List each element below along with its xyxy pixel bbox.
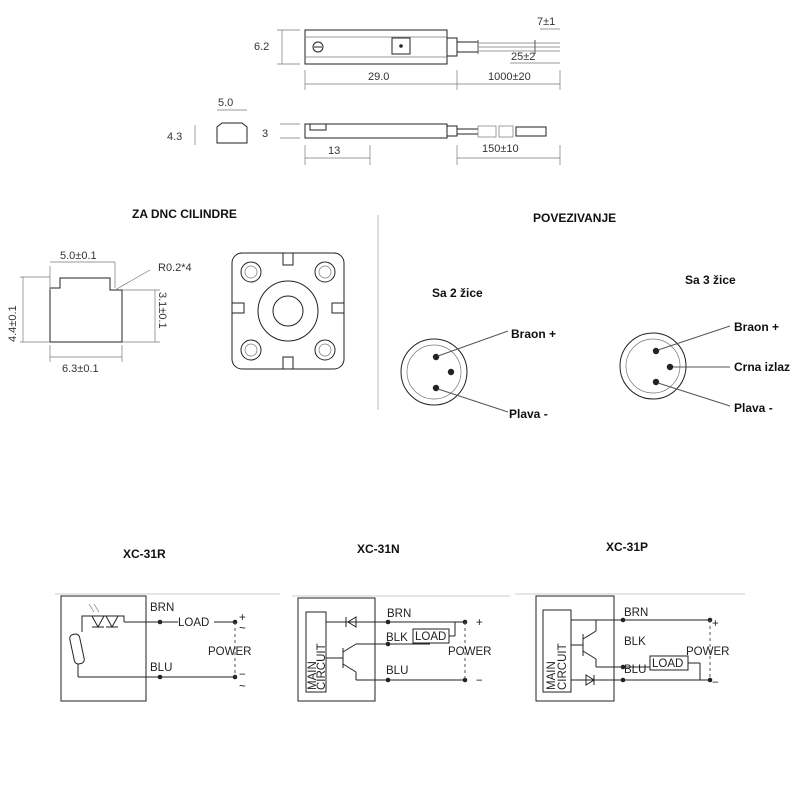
sensor-box bbox=[297, 597, 376, 702]
xc31n-plus-label: + bbox=[476, 617, 483, 629]
two-wire-connector: Sa 2 žice Braon + Plava - bbox=[400, 286, 556, 421]
piston-rod-outer bbox=[257, 280, 319, 342]
sensor-box bbox=[60, 595, 147, 702]
sensor-side-view: 6.2 29.0 1000±20 7±1 25±2 bbox=[254, 16, 561, 90]
xc31p-main-label: MAIN bbox=[546, 661, 558, 690]
xc31p-blk-label: BLK bbox=[624, 636, 646, 648]
profile-width-label: 5.0 bbox=[218, 97, 233, 109]
pin-center bbox=[447, 368, 455, 376]
dim-length-label: 29.0 bbox=[368, 71, 389, 83]
xc31r-power-label: POWER bbox=[208, 646, 251, 658]
dnc-dim-right: 3.1±0.1 bbox=[156, 292, 168, 329]
three-wire-blue-label: Plava - bbox=[734, 401, 773, 415]
dim-cable-label: 1000±20 bbox=[488, 71, 531, 83]
bottom-height-label: 3 bbox=[262, 128, 268, 140]
dnc-dim-left: 4.4±0.1 bbox=[7, 305, 19, 342]
sensor-body bbox=[304, 29, 448, 65]
slot-outline bbox=[49, 277, 123, 343]
piston-rod-inner bbox=[272, 295, 304, 327]
circuit-xc31n: XC-31N MAIN CIRCUIT BRN BLK LOAD POWER B… bbox=[292, 542, 510, 702]
dnc-dim-bottom: 6.3±0.1 bbox=[62, 363, 99, 375]
circuit-xc31r-title: XC-31R bbox=[123, 547, 166, 561]
bottom-pos-label: 13 bbox=[328, 145, 340, 157]
pin-brown bbox=[432, 353, 440, 361]
circuit-xc31p-title: XC-31P bbox=[606, 540, 648, 554]
three-wire-black-label: Crna izlaz bbox=[734, 360, 790, 374]
xc31p-circuit-label: CIRCUIT bbox=[557, 643, 569, 690]
sensor-bottom-view: 3 13 150±10 bbox=[262, 123, 561, 165]
xc31p-blu-label: BLU bbox=[624, 664, 646, 676]
two-wire-blue-label: Plava - bbox=[509, 407, 548, 421]
xc31r-minus-label: − bbox=[239, 669, 246, 681]
circuit-xc31r: XC-31R BRN LOAD POWER BLU + ~ − ~ bbox=[55, 547, 280, 702]
xc31p-brn-label: BRN bbox=[624, 607, 648, 619]
led-diode-icon bbox=[91, 615, 105, 629]
xc31n-blk-label: BLK bbox=[386, 632, 408, 644]
connector bbox=[515, 126, 547, 137]
screw-icon bbox=[312, 41, 324, 53]
two-wire-brown-label: Braon + bbox=[511, 327, 556, 341]
dim-end2-label: 25±2 bbox=[511, 51, 535, 63]
dnc-dim-radius: R0.2*4 bbox=[158, 262, 192, 274]
xc31n-main-label: MAIN bbox=[307, 661, 319, 690]
pin-black bbox=[666, 363, 674, 371]
dnc-dim-top: 5.0±0.1 bbox=[60, 250, 97, 262]
xc31n-brn-label: BRN bbox=[387, 608, 411, 620]
dim-end1-label: 7±1 bbox=[537, 16, 555, 28]
dim-height-label: 6.2 bbox=[254, 41, 269, 53]
diode-icon bbox=[347, 616, 357, 628]
three-wire-brown-label: Braon + bbox=[734, 320, 779, 334]
xc31n-circuit-label: CIRCUIT bbox=[316, 643, 328, 690]
pin-brown bbox=[652, 347, 660, 355]
xc31r-tilde2-label: ~ bbox=[239, 681, 246, 693]
xc31p-load-label: LOAD bbox=[652, 658, 683, 670]
xc31n-power-label: POWER bbox=[448, 646, 491, 658]
xc31r-plus-label: + bbox=[239, 612, 246, 624]
three-wire-connector: Sa 3 žice Braon + Crna izlaz Plava - bbox=[619, 273, 790, 415]
pin-blue bbox=[432, 384, 440, 392]
connection-title: POVEZIVANJE bbox=[533, 211, 616, 225]
dnc-title: ZA DNC CILINDRE bbox=[132, 207, 237, 221]
xc31r-blu-label: BLU bbox=[150, 662, 172, 674]
sensor-profile-view: 5.0 4.3 bbox=[167, 97, 248, 145]
led-window bbox=[391, 37, 411, 55]
profile-outline bbox=[216, 122, 248, 144]
cylinder-square bbox=[231, 252, 345, 370]
xc31r-load-label: LOAD bbox=[178, 617, 209, 629]
diode-icon bbox=[585, 674, 595, 686]
pin-blue bbox=[652, 378, 660, 386]
xc31r-brn-label: BRN bbox=[150, 602, 174, 614]
two-wire-title: Sa 2 žice bbox=[432, 286, 483, 300]
reed-switch-icon bbox=[69, 633, 85, 665]
xc31p-minus-label: − bbox=[712, 677, 719, 689]
dnc-slot-profile: 5.0±0.1 R0.2*4 4.4±0.1 3.1±0.1 6.3±0.1 bbox=[7, 250, 192, 375]
circuit-xc31p: XC-31P MAIN CIRCUIT BRN BLK LOAD POWER B… bbox=[515, 540, 745, 702]
connector-outer-icon bbox=[400, 338, 468, 406]
xc31r-tilde-label: ~ bbox=[239, 623, 246, 635]
xc31n-minus-label: − bbox=[476, 675, 483, 687]
main-circuit-box bbox=[305, 611, 327, 693]
profile-height-label: 4.3 bbox=[167, 131, 182, 143]
xc31n-load-label: LOAD bbox=[415, 631, 446, 643]
bottom-cable-label: 150±10 bbox=[482, 143, 519, 155]
dnc-cylinder-front bbox=[231, 252, 345, 370]
connector-outer-icon bbox=[619, 332, 687, 400]
xc31n-blu-label: BLU bbox=[386, 665, 408, 677]
main-circuit-box bbox=[542, 609, 572, 693]
sensor-box bbox=[535, 595, 615, 702]
xc31p-power-label: POWER bbox=[686, 646, 729, 658]
circuit-xc31n-title: XC-31N bbox=[357, 542, 400, 556]
xc31p-plus-label: + bbox=[712, 618, 719, 630]
zener-diode-icon bbox=[105, 615, 119, 629]
three-wire-title: Sa 3 žice bbox=[685, 273, 736, 287]
